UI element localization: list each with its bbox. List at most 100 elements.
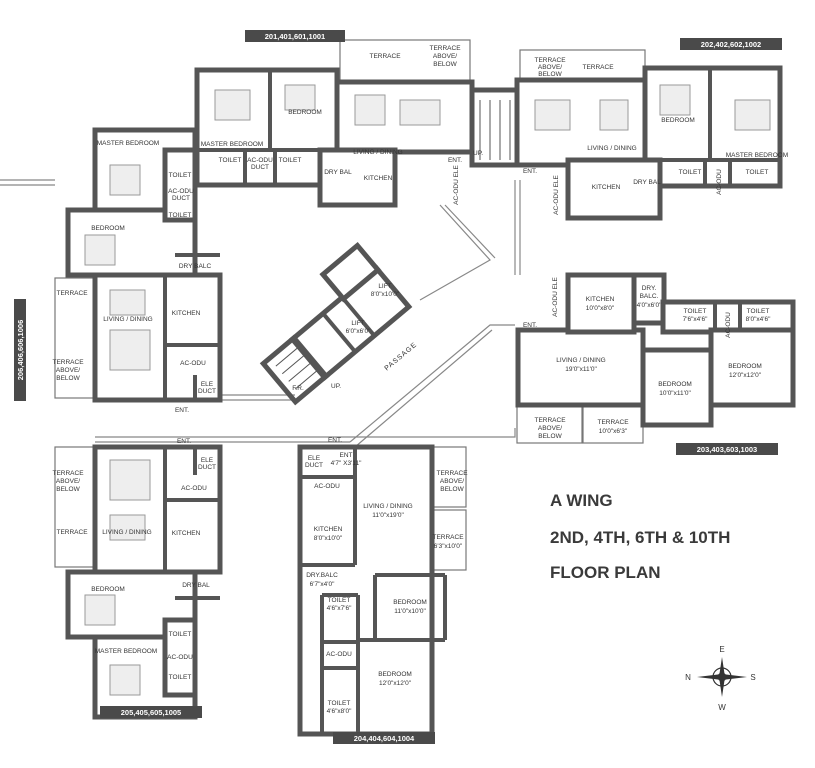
core-lift-stair [259, 241, 413, 406]
lift-label: LIFT [378, 283, 391, 290]
compass-north: N [685, 673, 691, 682]
room-label: TOILET [279, 157, 302, 164]
room-label: KITCHEN [364, 175, 393, 182]
room-label: TOILET [219, 157, 242, 164]
room-label: ABOVE/ [433, 53, 457, 60]
room-label: TOILET [746, 169, 769, 176]
room-label: TERRACE [534, 57, 566, 64]
room-label: BEDROOM [91, 586, 125, 593]
unit-badge-201: 201,401,601,1001 [265, 32, 325, 41]
room-dimension: 6'3"x10'0" [434, 543, 463, 550]
room-label: LIVING / DINING [102, 529, 151, 536]
room-label: TOILET [679, 169, 702, 176]
unit-204 [297, 444, 467, 737]
lift-dimension: 8'0"x10'0" [371, 291, 400, 298]
room-label: DRY BALC [179, 263, 212, 270]
compass-east: E [719, 645, 724, 654]
room-label: TERRACE [52, 359, 84, 366]
entrance-label: ENT. [177, 438, 191, 445]
entrance-label: ENT. [328, 437, 342, 444]
room-label: BEDROOM [658, 381, 692, 388]
room-label: KITCHEN [592, 184, 621, 191]
room-dimension: 10'0"x11'0" [659, 390, 691, 397]
room-label: TERRACE [597, 419, 629, 426]
room-label: KITCHEN [172, 310, 201, 317]
room-label: ENT [340, 452, 353, 459]
unit-badge-206: 206,406,606,1006 [16, 320, 25, 380]
unit-badge-202: 202,402,602,1002 [701, 40, 761, 49]
room-label: AC-ODU ELE [553, 174, 560, 214]
room-label: BALC. [640, 293, 659, 300]
compass-icon [697, 657, 747, 697]
room-label: ABOVE/ [440, 478, 464, 485]
unit-badge-204: 204,404,604,1004 [354, 734, 415, 743]
room-label: BELOW [56, 375, 80, 382]
unit-205 [54, 444, 223, 720]
room-label: MASTER BEDROOM [726, 152, 788, 159]
room-label: KITCHEN [586, 296, 615, 303]
passage-label: PASSAGE [383, 341, 418, 372]
room-label: BELOW [440, 486, 464, 493]
entrance-label: ENT. [523, 322, 537, 329]
room-dimension: 4'6"x8'0" [327, 708, 352, 715]
room-label: BEDROOM [288, 109, 322, 116]
room-label: TOILET [747, 308, 770, 315]
entrance-label: ENT. [523, 168, 537, 175]
room-label: TERRACE [429, 45, 461, 52]
courtyard-passage [0, 179, 521, 448]
room-dimension: 4'6"x7'6" [327, 605, 352, 612]
unit-202 [514, 49, 783, 221]
room-label: AC-ODU ELE [552, 276, 559, 316]
room-label: AC-ODU [247, 157, 273, 164]
room-label: TERRACE [56, 529, 88, 536]
fire-refuge-label: F.R. [292, 385, 304, 392]
room-dimension: 8'0"x10'0" [314, 535, 343, 542]
room-label: AC-ODU [314, 483, 340, 490]
room-label: TERRACE [56, 290, 88, 297]
room-dimension: 12'0"x12'0" [729, 372, 762, 379]
plan-title-wing: A WING [550, 491, 613, 510]
room-label: AC-ODU [168, 188, 194, 195]
plan-title-label: FLOOR PLAN [550, 563, 661, 582]
room-dimension: 10'0"x6'3" [599, 428, 628, 435]
plan-title-floors: 2ND, 4TH, 6TH & 10TH [550, 528, 730, 547]
room-label: TOILET [328, 597, 351, 604]
room-label: LIVING / DINING [353, 149, 402, 156]
room-label: MASTER BEDROOM [95, 648, 157, 655]
room-label: BEDROOM [661, 117, 695, 124]
unit-206 [54, 127, 223, 403]
room-label: ELE [308, 455, 321, 462]
unit-203 [515, 272, 796, 444]
room-label: BEDROOM [728, 363, 762, 370]
room-label: DUCT [305, 462, 323, 469]
lift-dimension: 6'0"x6'0" [346, 328, 371, 335]
room-label: DUCT [198, 388, 216, 395]
room-label: LIVING / DINING [103, 316, 152, 323]
room-dimension: 6'7"x4'0" [310, 581, 335, 588]
room-label: AC-ODU [181, 485, 207, 492]
stair-label: UP. [331, 383, 341, 390]
compass-south: S [750, 673, 755, 682]
room-label: DRY BAL [182, 582, 210, 589]
room-label: ELE [201, 457, 214, 464]
entrance-label: ENT. [448, 157, 462, 164]
room-label: TERRACE [369, 53, 401, 60]
room-label: TOILET [169, 172, 192, 179]
room-label: DUCT [172, 195, 190, 202]
unit-201 [194, 39, 520, 208]
room-label: ABOVE/ [56, 367, 80, 374]
room-label: AC-ODU [326, 651, 352, 658]
unit-badge-205: 205,405,605,1005 [121, 708, 181, 717]
room-label: AC-ODU [180, 360, 206, 367]
room-dimension: 10'0"x8'0" [586, 305, 615, 312]
room-dimension: 4'0"x6'0" [637, 302, 662, 309]
room-label: TOILET [328, 700, 351, 707]
room-label: TERRACE [534, 417, 566, 424]
room-label: TOILET [169, 674, 192, 681]
room-label: AC-ODU [725, 312, 732, 338]
room-label: LIVING / DINING [363, 503, 412, 510]
unit-badge-203: 203,403,603,1003 [697, 445, 757, 454]
lift-label: LIFT [351, 320, 364, 327]
